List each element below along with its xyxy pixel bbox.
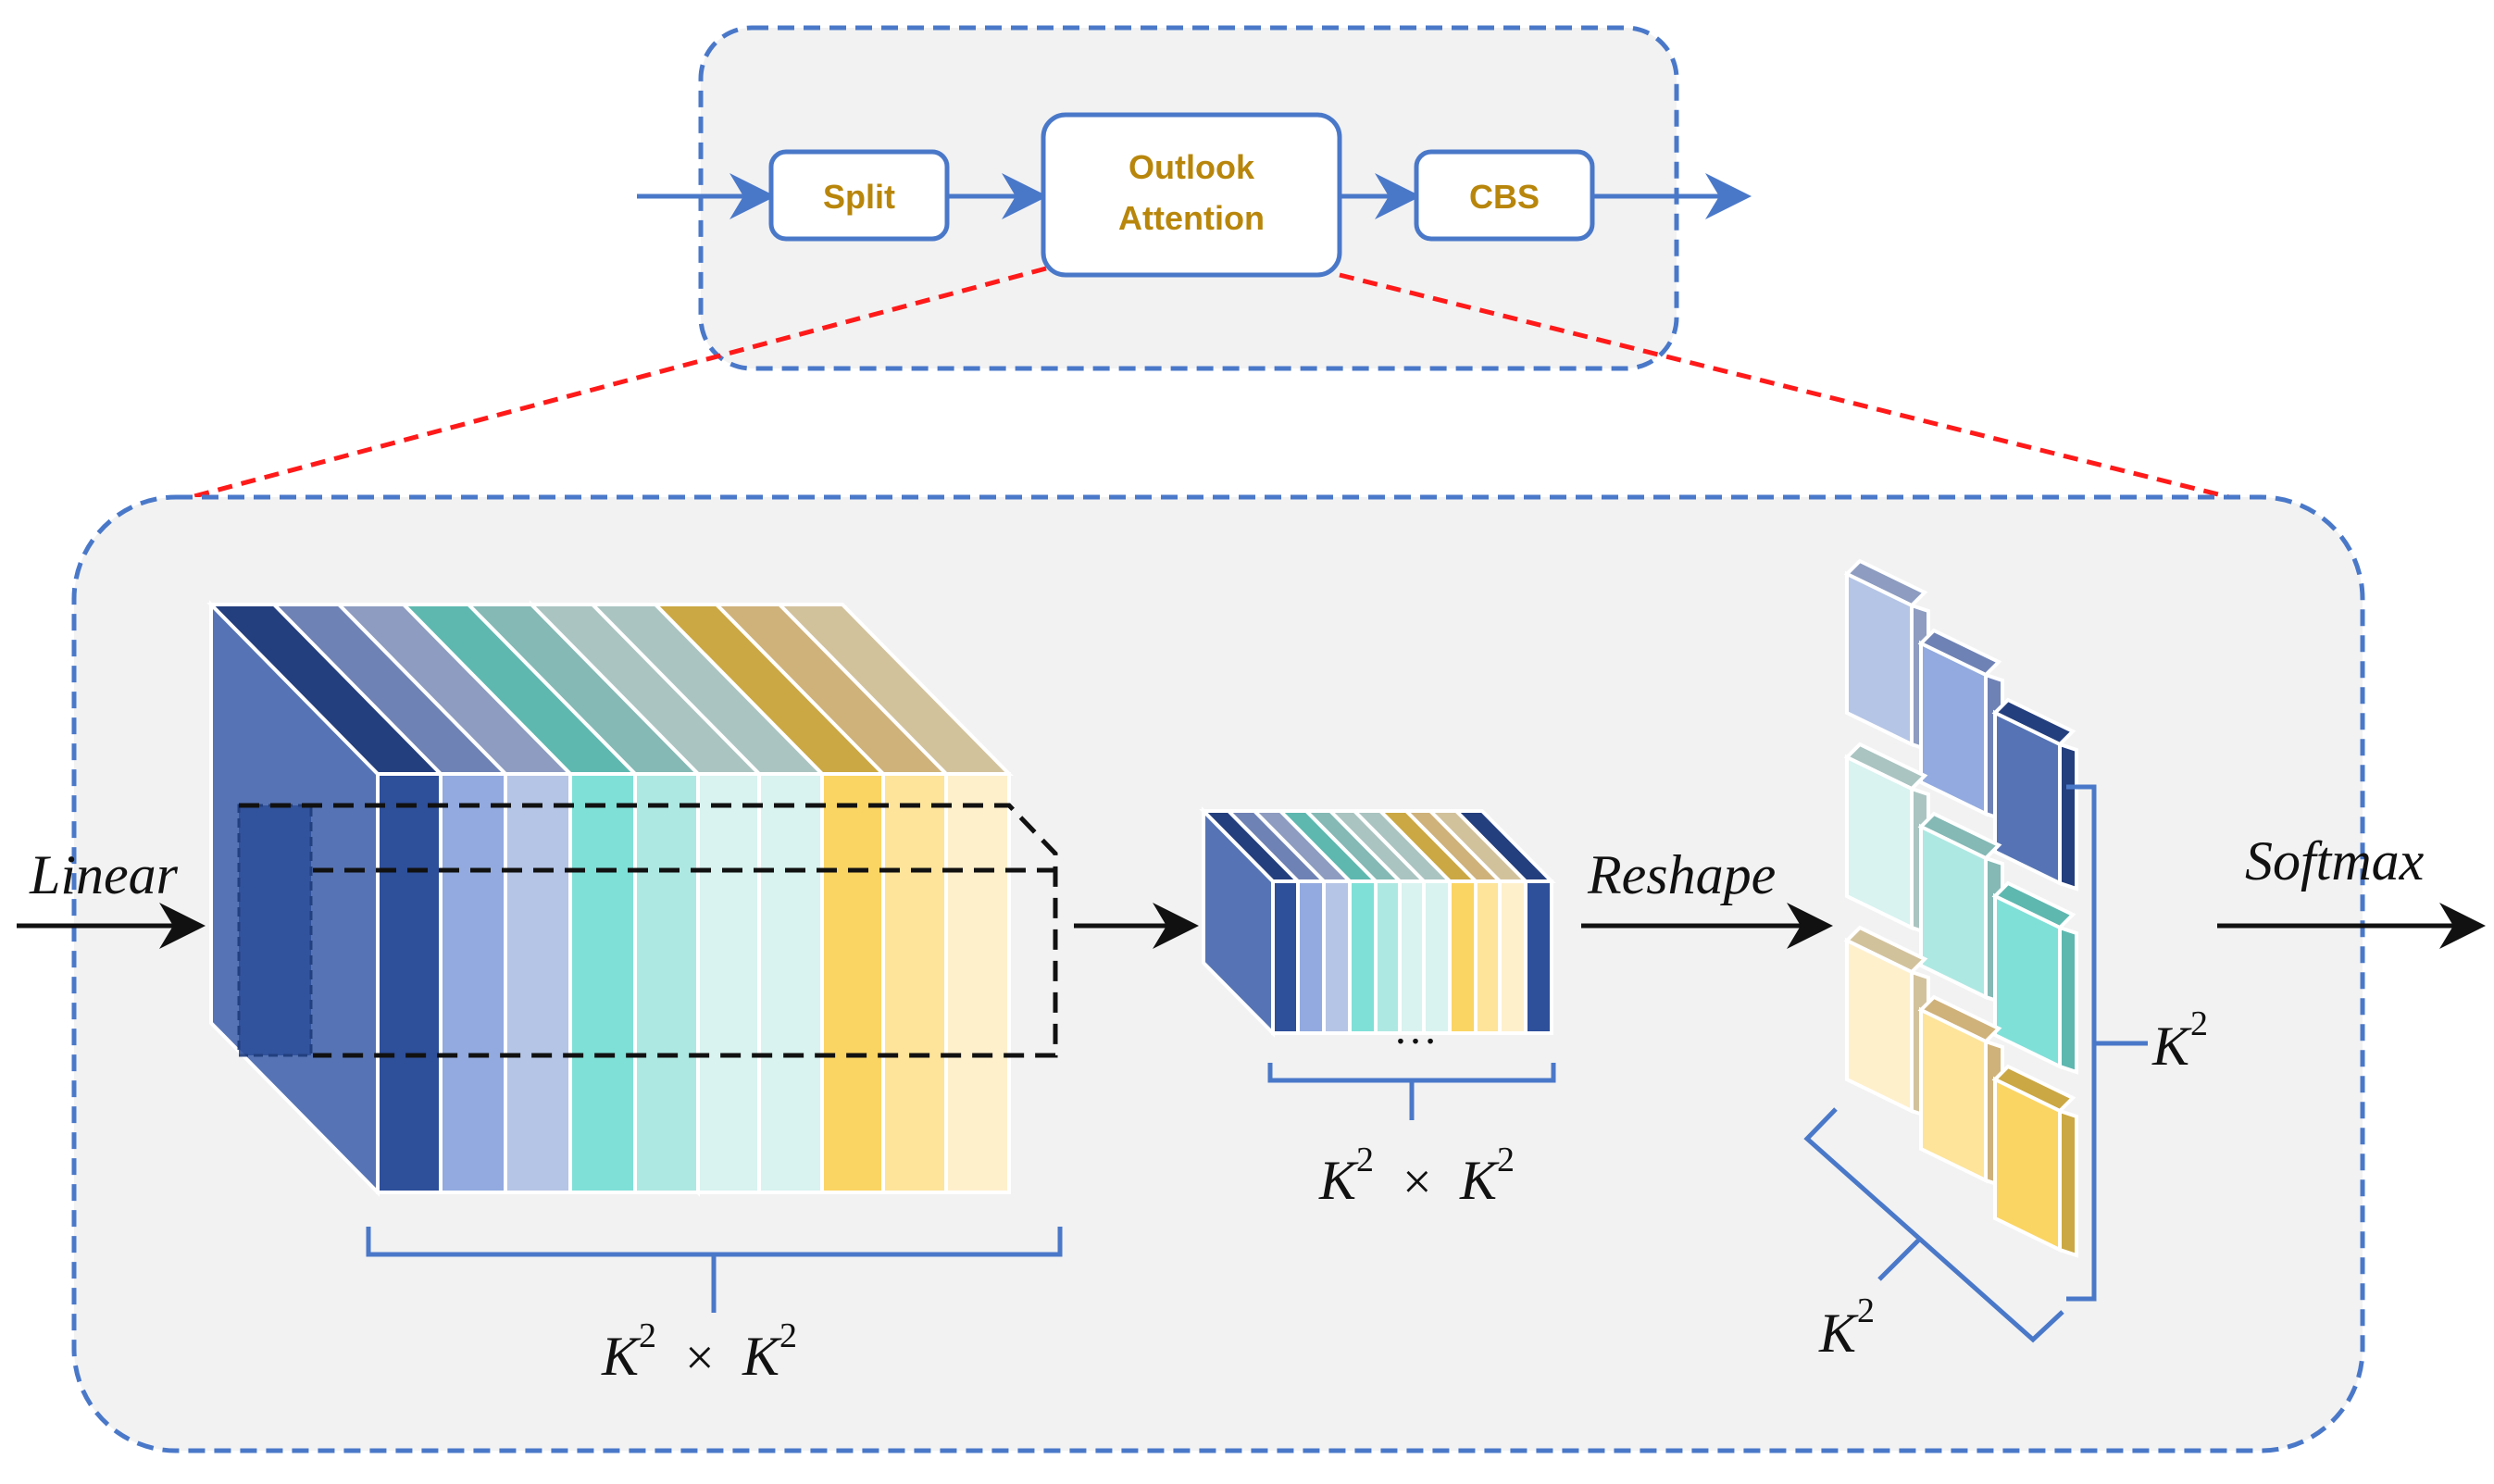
small-stack-ellipsis: … — [1393, 1004, 1438, 1054]
big-slice-0-front — [376, 772, 443, 1194]
grid-cell-1-1-front — [1919, 823, 1988, 1001]
small-times: × — [1403, 1154, 1432, 1211]
attention-weight-stack — [1199, 806, 1556, 1038]
split-label: Split — [823, 178, 895, 216]
grid-k-right: K — [2151, 1016, 2192, 1077]
big-stack-brace — [366, 1227, 1063, 1313]
small-stack-brace — [1267, 1063, 1556, 1120]
grid-vertical-brace — [2066, 784, 2148, 1302]
grid-cell-0-2-side — [2058, 742, 2078, 892]
small-slice-10-front — [1524, 879, 1553, 1035]
grid-k-bottom: K — [1818, 1303, 1859, 1364]
big-slice-5-front — [696, 772, 761, 1194]
outlook-label-line2: Attention — [1118, 199, 1265, 237]
cbs-label: CBS — [1469, 178, 1540, 216]
grid-cell-2-1-front — [1919, 1006, 1988, 1184]
grid-cell-0-1-front — [1919, 640, 1988, 817]
zoom-line-left — [180, 266, 1047, 503]
big-slice-1-front — [439, 772, 507, 1194]
small-k1-power: 2 — [1356, 1141, 1374, 1179]
big-slice-2-front — [504, 772, 572, 1194]
softmax-label: Softmax — [2245, 830, 2425, 892]
grid-k-right-power: 2 — [2190, 1004, 2208, 1043]
outlook-attention-box[interactable]: Outlook Attention — [1041, 112, 1342, 278]
big-k1: K — [601, 1326, 642, 1387]
feature-map-stack — [206, 600, 1014, 1197]
grid-vertical-dim-label: K 2 — [2151, 1004, 2208, 1077]
grid-diagonal-brace — [1803, 1107, 2064, 1343]
reshape-label: Reshape — [1587, 844, 1776, 905]
small-slice-9-front — [1498, 879, 1528, 1035]
big-k2: K — [742, 1326, 782, 1387]
small-k1: K — [1318, 1150, 1359, 1211]
small-slice-0-front — [1271, 879, 1300, 1035]
grid-cell-1-2-front — [1993, 892, 2062, 1070]
big-stack-dim-label: K 2 × K 2 — [601, 1316, 797, 1387]
big-times: × — [685, 1329, 715, 1387]
grid-cell-2-2-front — [1993, 1076, 2062, 1253]
big-slice-4-front — [633, 772, 700, 1194]
big-slice-6-front — [757, 772, 824, 1194]
small-slice-2-front — [1322, 879, 1352, 1035]
zoom-line-right — [1339, 272, 2241, 503]
reshaped-kernel-grid — [1843, 558, 2078, 1258]
grid-cell-1-0-front — [1845, 754, 1914, 931]
big-slice-7-front — [820, 772, 885, 1194]
grid-cell-2-0-front — [1845, 937, 1914, 1115]
linear-label: Linear — [29, 844, 179, 905]
split-box[interactable]: Split — [768, 149, 950, 242]
small-slice-1-front — [1296, 879, 1326, 1035]
grid-cell-0-0-front — [1845, 570, 1914, 748]
grid-diagonal-dim-label: K 2 — [1818, 1291, 1875, 1364]
small-k2: K — [1459, 1150, 1500, 1211]
grid-cell-0-2-front — [1993, 709, 2062, 887]
big-k2-power: 2 — [779, 1316, 797, 1355]
small-k2-power: 2 — [1497, 1141, 1515, 1179]
grid-k-bottom-power: 2 — [1857, 1291, 1875, 1330]
small-slice-8-front — [1474, 879, 1502, 1035]
small-slice-3-front — [1348, 879, 1378, 1035]
small-slice-7-front — [1448, 879, 1478, 1035]
big-k1-power: 2 — [639, 1316, 656, 1355]
cbs-box[interactable]: CBS — [1414, 149, 1595, 242]
small-stack-dim-label: K 2 × K 2 — [1318, 1141, 1515, 1211]
grid-cell-2-2-side — [2058, 1108, 2078, 1258]
big-slice-8-front — [881, 772, 948, 1194]
big-slice-9-front — [944, 772, 1011, 1194]
big-slice-3-front — [568, 772, 637, 1194]
sliding-window — [237, 803, 1058, 1058]
grid-cell-1-2-side — [2058, 925, 2078, 1075]
outlook-label-line1: Outlook — [1129, 148, 1255, 186]
